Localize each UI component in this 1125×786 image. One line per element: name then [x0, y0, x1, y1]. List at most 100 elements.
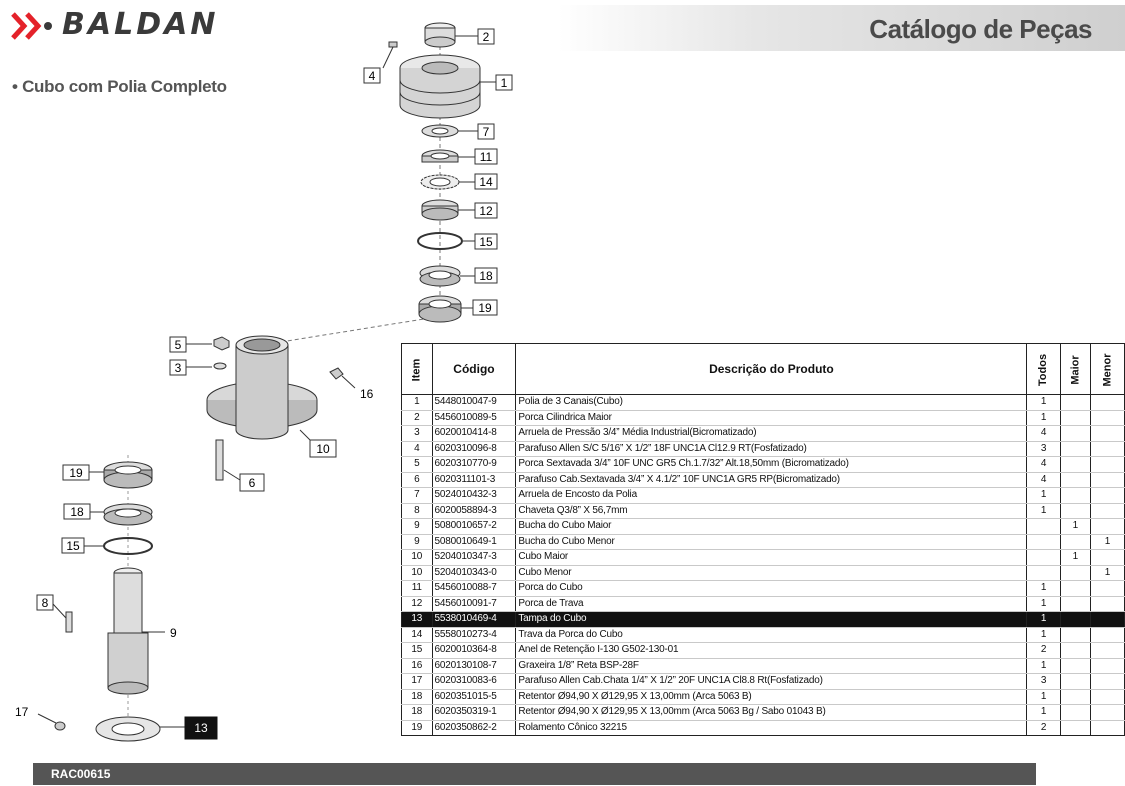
cell-minor: 1	[1089, 534, 1125, 550]
cell-major	[1059, 503, 1091, 519]
part-grease-fitting	[329, 367, 344, 380]
cell-minor	[1089, 441, 1125, 457]
cell-all: 1	[1026, 503, 1061, 519]
cell-code: 6020350319-1	[431, 704, 517, 721]
cell-code: 5204010343-0	[431, 565, 517, 581]
svg-text:17: 17	[15, 705, 29, 719]
cell-desc: Polia de 3 Canais(Cubo)	[515, 394, 1028, 411]
cell-all: 1	[1026, 410, 1061, 426]
cell-item: 1	[401, 394, 433, 411]
cell-item: 5	[401, 456, 433, 473]
cell-major	[1059, 441, 1091, 457]
cell-all: 1	[1026, 487, 1061, 504]
cell-item: 13	[401, 611, 433, 628]
part-hub-nut	[421, 149, 459, 163]
part-key	[65, 611, 73, 633]
svg-text:19: 19	[478, 301, 492, 315]
cell-item: 11	[401, 580, 433, 597]
part-lock-nut	[421, 199, 459, 221]
header-item: Item	[401, 343, 433, 395]
cell-code: 5558010273-4	[431, 627, 517, 643]
cell-desc: Porca Sextavada 3/4” 10F UNC GR5 Ch.1.7/…	[515, 456, 1028, 473]
callout-10: 10	[309, 439, 337, 458]
part-nut-lock	[420, 174, 460, 190]
cell-all: 1	[1026, 580, 1061, 597]
cell-minor	[1089, 487, 1125, 504]
cell-major	[1059, 425, 1091, 442]
cell-desc: Retentor Ø94,90 X Ø129,95 X 13,00mm (Arc…	[515, 704, 1028, 721]
callout-4: 4	[363, 67, 381, 84]
cell-code: 6020351015-5	[431, 689, 517, 705]
cell-major	[1059, 611, 1091, 628]
callout-3: 3	[169, 359, 187, 376]
svg-text:3: 3	[175, 361, 182, 375]
cell-minor	[1089, 642, 1125, 659]
svg-text:15: 15	[479, 235, 493, 249]
cell-major	[1059, 627, 1091, 643]
svg-text:13: 13	[194, 721, 208, 735]
svg-text:11: 11	[480, 150, 493, 164]
logo-chevron-icon	[11, 12, 52, 40]
cell-item: 8	[401, 503, 433, 519]
cell-major	[1059, 596, 1091, 612]
part-hub-cap	[95, 716, 161, 742]
callout-17: 17	[15, 705, 29, 719]
cell-all	[1026, 565, 1061, 581]
cell-minor	[1089, 611, 1125, 628]
cell-desc: Arruela de Pressão 3/4” Média Industrial…	[515, 425, 1028, 442]
cell-major	[1059, 658, 1091, 674]
part-hub	[206, 335, 318, 440]
cell-desc: Chaveta Q3/8” X 56,7mm	[515, 503, 1028, 519]
cell-code: 5080010649-1	[431, 534, 517, 550]
callout-8: 8	[36, 594, 54, 611]
footer-bar: RAC00615	[33, 763, 1036, 785]
cell-minor	[1089, 503, 1125, 519]
cell-major	[1059, 456, 1091, 473]
cell-item: 18	[401, 704, 433, 721]
cell-desc: Arruela de Encosto da Polia	[515, 487, 1028, 504]
cell-all: 4	[1026, 425, 1061, 442]
callout-9: 9	[170, 626, 177, 640]
callout-15: 15	[474, 233, 498, 250]
part-small-screw	[388, 41, 398, 48]
cell-all: 1	[1026, 658, 1061, 674]
cell-all: 4	[1026, 472, 1061, 488]
svg-text:18: 18	[70, 505, 84, 519]
cell-desc: Parafuso Allen S/C 5/16” X 1/2” 18F UNC1…	[515, 441, 1028, 457]
cell-code: 5456010088-7	[431, 580, 517, 597]
cell-minor	[1089, 472, 1125, 488]
cell-minor	[1089, 720, 1125, 736]
cell-code: 6020310096-8	[431, 441, 517, 457]
baldan-logo: BALDAN	[10, 6, 230, 46]
parts-table: Item Código Descrição do Produto Todos M…	[401, 343, 1125, 736]
section-title: • Cubo com Polia Completo	[12, 77, 227, 96]
cell-code: 6020311101-3	[431, 472, 517, 488]
cell-major	[1059, 410, 1091, 426]
cell-major	[1059, 472, 1091, 488]
cell-item: 18	[401, 689, 433, 705]
cell-code: 5024010432-3	[431, 487, 517, 504]
cell-major	[1059, 720, 1091, 736]
